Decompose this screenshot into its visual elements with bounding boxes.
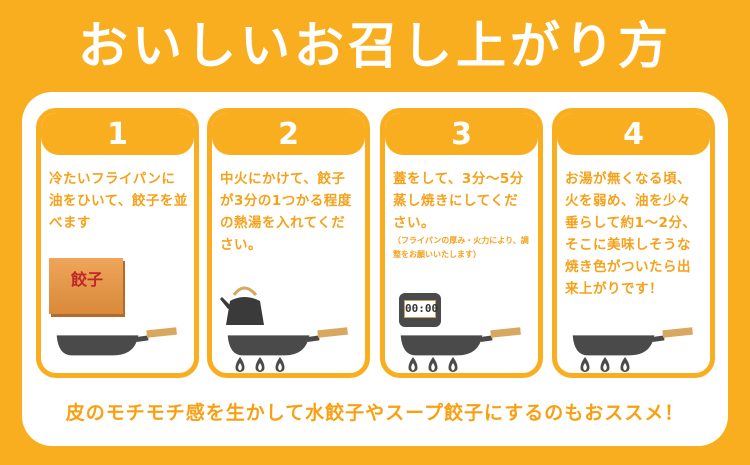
footer-tip: 皮のモチモチ感を生かして水餃子やスープ餃子にするのもおススメ！ [65,402,685,424]
frying-pan-icon [400,327,521,356]
kettle-icon [220,286,264,325]
page-title: おいしいお召し上がり方 [78,17,672,75]
step-number: 1 [41,113,194,155]
step-card-4: 4 お湯が無くなる頃、火を弱め、油を少々垂らして約1〜2分、そこに美味しそうな焼… [552,108,715,378]
step-note: （フライパンの厚み・火力により、調整をお願いいたします） [393,236,529,259]
frying-pan-icon [56,327,177,356]
step-number: 4 [557,113,710,155]
gyoza-box-image: 餃子 [49,258,123,314]
frying-pan-icon [572,327,693,356]
step-text: 中火にかけて、餃子が3分の1つかる程度の熱湯を入れてください。 [220,171,352,253]
frying-pan-icon [227,327,348,356]
step-card-3: 3 蓋をして、3分〜5分蒸し焼きにしてください。 （フライパンの厚み・火力により… [380,108,543,378]
gas-flame-icon [408,357,458,372]
gas-flame-icon [580,357,630,372]
gas-flame-icon [235,357,285,372]
step-number: 2 [212,113,365,155]
timer-icon: 00:00 [399,293,441,327]
step-text: お湯が無くなる頃、火を弱め、油を少々垂らして約1〜2分、そこに美味しそうな焼き色… [565,171,697,297]
step-number: 3 [385,113,538,155]
step-text: 冷たいフライパンに油をひいて、餃子を並べます [49,171,188,231]
step-card-2: 2 中火にかけて、餃子が3分の1つかる程度の熱湯を入れてください。 [207,108,370,378]
step-text: 蓋をして、3分〜5分蒸し焼きにしてください。 [393,171,524,231]
step-card-1: 1 冷たいフライパンに油をひいて、餃子を並べます 餃子 [36,108,199,378]
